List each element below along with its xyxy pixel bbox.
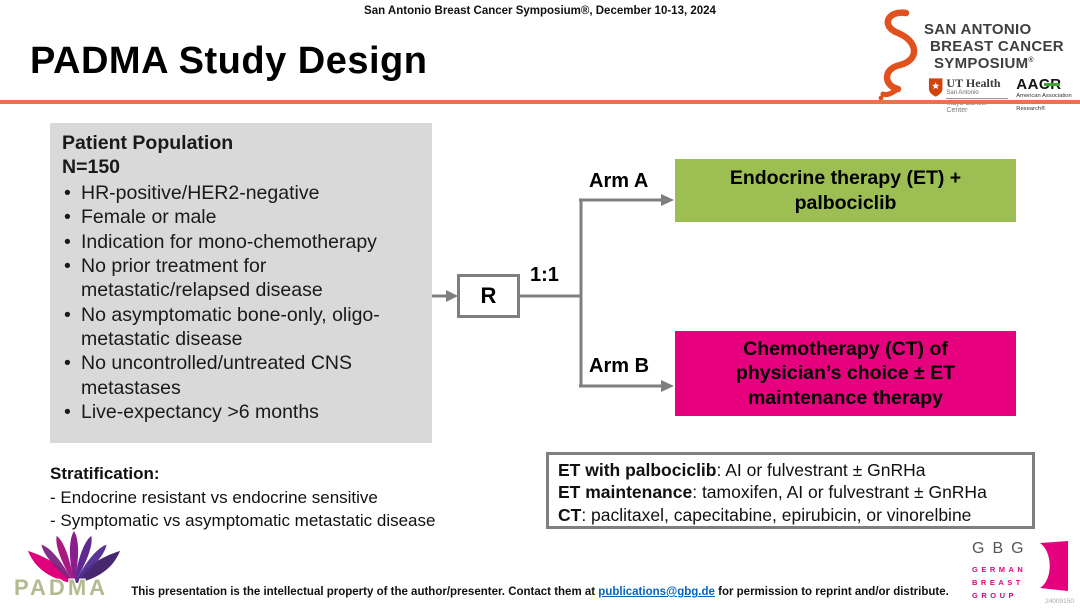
stratification-heading-text: Stratification (50, 464, 154, 483)
randomization-ratio: 1:1 (530, 264, 559, 286)
arm-a-label: Arm A (589, 170, 649, 192)
sabcs-line2: BREAST CANCER (930, 37, 1064, 55)
padma-lotus-icon (27, 531, 121, 584)
treatment-details-box: ET with palbociclib: AI or fulvestrant ±… (546, 452, 1035, 529)
sabcs-line3-text: SYMPOSIUM (934, 54, 1029, 72)
publications-email-link[interactable]: publications@gbg.de (598, 586, 715, 598)
footer-text-before: This presentation is the intellectual pr… (131, 586, 599, 598)
ut-health-logo: UT Health San Antonio Mays Cancer Center (928, 76, 1009, 114)
population-bullet: No prior treatment for metastatic/relaps… (62, 254, 420, 303)
sabcs-partner-logos: UT Health San Antonio Mays Cancer Center… (924, 77, 1072, 114)
gbg-acronym: GBG (972, 540, 1032, 557)
sabcs-line1: SAN ANTONIO (924, 21, 1032, 38)
treatment-lead: ET with palbociclib (558, 460, 717, 480)
randomization-box: R (457, 274, 520, 318)
stratification-colon: : (153, 464, 160, 483)
gbg-name-line: BREAST (972, 578, 1024, 588)
arm-a-treatment-box: Endocrine therapy (ET) + palbociclib (675, 159, 1016, 222)
population-n-count: N=150 (62, 156, 121, 179)
population-bullet: HR-positive/HER2-negative (62, 181, 420, 206)
footer-text-after: for permission to reprint and/or distrib… (714, 586, 949, 598)
population-title: Patient Population N=150 (62, 131, 420, 180)
page-title: PADMA Study Design (30, 40, 428, 82)
patient-population-box: Patient Population N=150 HR-positive/HER… (50, 123, 432, 443)
slide-id: 24009150 (1045, 598, 1074, 605)
treatment-rest: : tamoxifen, AI or fulvestrant ± GnRHa (692, 482, 987, 503)
arm-b-label: Arm B (589, 355, 650, 377)
aacr-logo: AACR American Association for Cancer Res… (1016, 77, 1072, 112)
treatment-detail-line: CT: paclitaxel, capecitabine, epirubicin… (558, 504, 1023, 526)
treatment-detail-line: ET with palbociclib: AI or fulvestrant ±… (558, 459, 1023, 481)
ut-health-city: San Antonio (946, 89, 1009, 100)
aacr-fullname-line1: American Association (1016, 92, 1072, 99)
registered-mark: ® (1028, 56, 1034, 64)
stratification-item: - Endocrine resistant vs endocrine sensi… (50, 488, 378, 507)
population-bullet: Female or male (62, 205, 420, 230)
symposium-header: San Antonio Breast Cancer Symposium®, De… (364, 5, 716, 17)
treatment-rest: : AI or fulvestrant ± GnRHa (716, 460, 926, 480)
gbg-logo: GBG GERMAN BREAST GROUP (972, 540, 1068, 602)
treatment-lead: ET maintenance (558, 482, 693, 503)
gbg-name-line: GERMAN (972, 565, 1027, 574)
sabcs-logo-text: SAN ANTONIO BREAST CANCER SYMPOSIUM® UT … (920, 8, 1072, 114)
population-bullet: No asymptomatic bone-only, oligo-metasta… (62, 303, 420, 352)
aacr-acronym: AACR (1016, 76, 1062, 94)
population-criteria-list: HR-positive/HER2-negative Female or male… (62, 181, 420, 425)
stratification-heading: Stratification: (50, 464, 520, 484)
accent-divider (0, 100, 1080, 104)
treatment-rest: : paclitaxel, capecitabine, epirubicin, … (581, 504, 972, 525)
treatment-lead: CT (558, 504, 582, 525)
ut-shield-icon (928, 78, 943, 98)
ut-health-name: UT Health (946, 76, 1001, 91)
sabcs-ribbon-icon (872, 8, 920, 101)
padma-logo: PADMA (14, 531, 134, 603)
stratification-item: - Symptomatic vs asymptomatic metastatic… (50, 510, 436, 530)
stratification-section: Stratification: - Endocrine resistant vs… (50, 464, 520, 533)
padma-logo-label: PADMA (14, 575, 109, 600)
sabcs-line3: SYMPOSIUM® (924, 54, 1072, 73)
arm-b-treatment-box: Chemotherapy (CT) of physician’s choice … (675, 331, 1016, 416)
population-bullet: No uncontrolled/untreated CNS metastases (62, 351, 420, 400)
population-title-line1: Patient Population (62, 132, 234, 154)
population-bullet: Indication for mono-chemotherapy (62, 230, 420, 255)
treatment-detail-line: ET maintenance: tamoxifen, AI or fulvest… (558, 481, 1023, 503)
sabcs-logo: SAN ANTONIO BREAST CANCER SYMPOSIUM® UT … (872, 8, 1072, 114)
gbg-shape-icon (1039, 541, 1068, 591)
gbg-name-line: GROUP (972, 591, 1018, 601)
footer-disclaimer: This presentation is the intellectual pr… (0, 586, 1080, 598)
ut-health-text: UT Health San Antonio Mays Cancer Center (946, 76, 1009, 114)
population-bullet: Live-expectancy >6 months (62, 400, 420, 425)
gbg-logo-text: GBG GERMAN BREAST GROUP (972, 540, 1032, 602)
